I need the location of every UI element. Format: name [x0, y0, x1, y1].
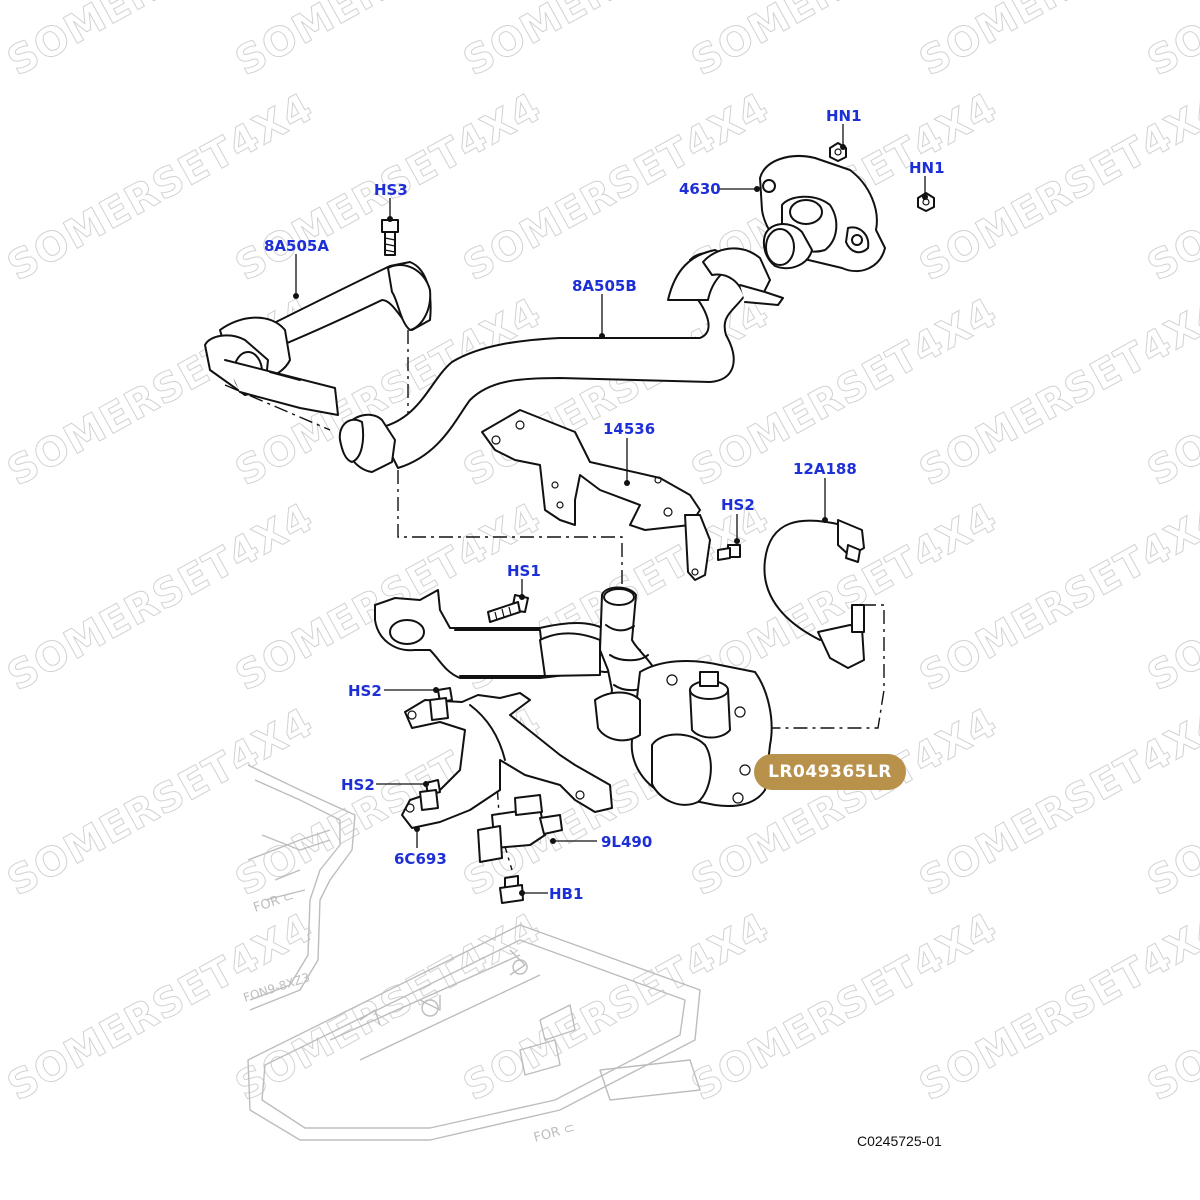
nut-hn1-top: [829, 142, 847, 162]
callout-hb1[interactable]: HB1: [549, 885, 584, 903]
bolt-hs2-upper: [717, 544, 741, 561]
svg-text:FOR ⊂: FOR ⊂: [252, 889, 296, 916]
callout-9l490[interactable]: 9L490: [601, 833, 653, 851]
callout-8a505a[interactable]: 8A505A: [264, 237, 329, 255]
bracket-6c693: [401, 692, 613, 829]
callout-hs2-upper[interactable]: HS2: [721, 496, 755, 514]
hose-8a505a: [204, 261, 432, 416]
part-number-badge[interactable]: LR049365LR: [754, 754, 906, 790]
callout-hs2-left[interactable]: HS2: [348, 682, 382, 700]
bolt-hs3: [381, 219, 399, 256]
callout-hs3[interactable]: HS3: [374, 181, 408, 199]
bolt-hs1: [487, 594, 529, 623]
leader-lines: [293, 124, 928, 896]
callout-14536[interactable]: 14536: [603, 420, 656, 438]
callout-12a188[interactable]: 12A188: [793, 460, 857, 478]
callout-hs2-lower[interactable]: HS2: [341, 776, 375, 794]
bracket-14536: [481, 409, 711, 581]
callout-hn1-top[interactable]: HN1: [826, 107, 862, 125]
illustration-code: C0245725-01: [857, 1133, 942, 1149]
svg-text:FOR ⊂: FOR ⊂: [532, 1121, 576, 1146]
coolant-pipe: [374, 586, 661, 719]
callout-hn1-right[interactable]: HN1: [909, 159, 945, 177]
bolt-hb1: [499, 875, 524, 904]
valve-9l490: [477, 794, 563, 863]
callout-8a505b[interactable]: 8A505B: [572, 277, 637, 295]
hose-8a505b: [338, 247, 784, 473]
background-engine-parts: FOR ⊂ FON9-8XZ3 FOR ⊂: [242, 764, 701, 1146]
sensor-12a188: [763, 519, 865, 669]
main-pump-lr049365lr: [594, 659, 773, 808]
pump-4630: [759, 155, 886, 273]
bolt-hs2-lower: [419, 779, 441, 811]
callout-hs1[interactable]: HS1: [507, 562, 541, 580]
bolt-hs2-left: [429, 687, 453, 721]
callout-6c693[interactable]: 6C693: [394, 850, 447, 868]
callout-4630[interactable]: 4630: [679, 180, 721, 198]
